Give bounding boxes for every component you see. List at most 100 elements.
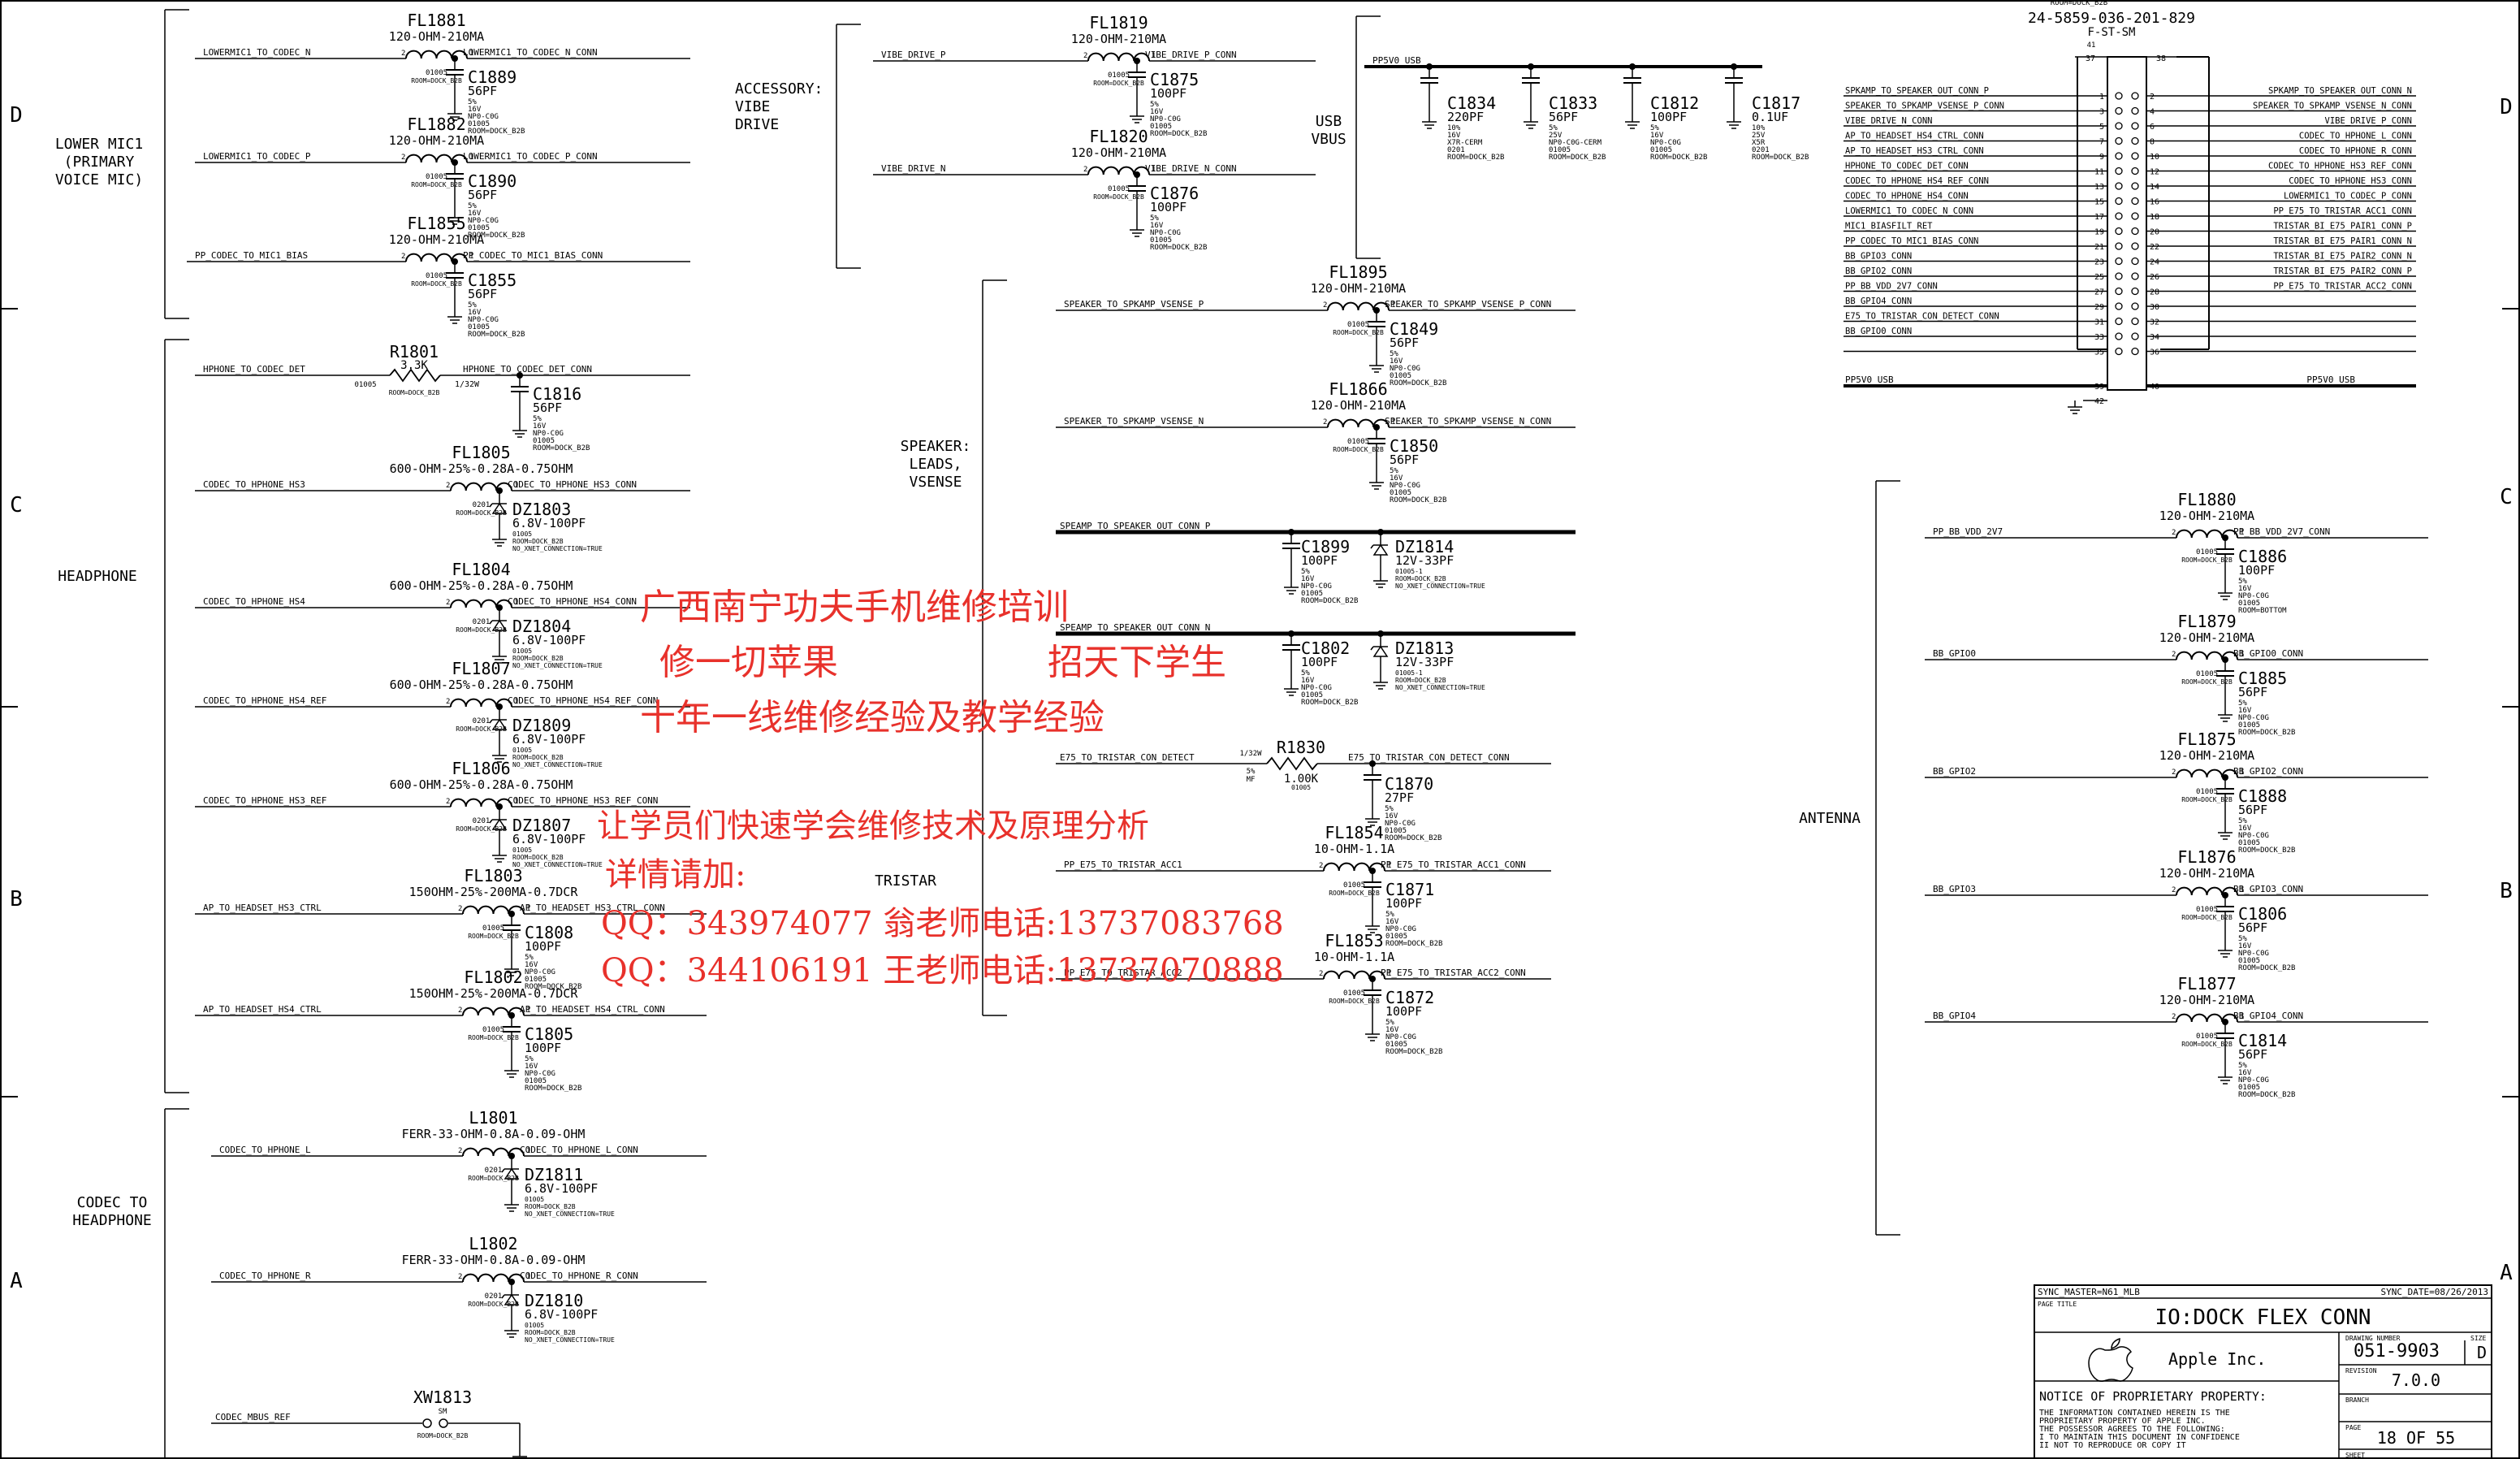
ferrite-pkg: 01005	[426, 69, 447, 77]
ferrite-pkg: 01005	[1343, 881, 1365, 890]
connector-pin: 7	[2099, 138, 2104, 147]
group-label-lower-mic: LOWER MIC1	[55, 136, 143, 153]
tvs-ref: DZ1807	[512, 816, 571, 835]
pin-number: 1	[1152, 52, 1156, 60]
net-label-in: AP_TO_HEADSET_HS3_CTRL	[203, 903, 322, 913]
connector-contact	[2131, 182, 2139, 190]
ferrite-value: 10-OHM-1.1A	[1314, 842, 1394, 856]
ferrite-room: ROOM=DOCK_B2B	[411, 280, 462, 288]
ferrite-pkg: 0201	[473, 618, 491, 626]
cap-spec: NP0-C0G	[1301, 582, 1332, 591]
connector-net-left: MIC1_BIASFILT_RET	[1845, 222, 1933, 232]
net-label-out: BB_GPIO4_CONN	[2233, 1011, 2303, 1021]
net-label-in: LOWERMIC1_TO_CODEC_N	[203, 47, 310, 58]
net-label-out: LOWERMIC1_TO_CODEC_N_CONN	[463, 47, 598, 58]
cap-spec: 01005	[1650, 146, 1672, 154]
net-label-out: BB_GPIO3_CONN	[2233, 884, 2303, 894]
ferrite-ref: FL1819	[1089, 13, 1148, 32]
pin-number: 1	[1387, 862, 1391, 870]
cap-spec: NP0-C0G	[2238, 832, 2269, 840]
tvs-spec: 01005-1	[1395, 669, 1423, 677]
connector-contact	[2115, 227, 2123, 236]
zone-label-left: A	[10, 1269, 23, 1293]
page-title-label: PAGE TITLE	[2038, 1301, 2077, 1308]
inductor-coil	[2176, 768, 2238, 778]
pin-number: 1	[526, 905, 530, 913]
cap-spec: NP0-C0G	[1385, 925, 1416, 933]
ferrite-room: ROOM=DOCK_B2B	[1093, 193, 1144, 201]
zone-label-left: B	[10, 887, 23, 911]
connector-net-left: PP_CODEC_TO_MIC1_BIAS_CONN	[1845, 236, 1978, 246]
ferrite-room: ROOM=DOCK_B2B	[2181, 914, 2233, 921]
inductor-coil	[1087, 166, 1150, 175]
inductor-coil	[405, 253, 468, 262]
cap-spec: NP0-C0G	[533, 430, 564, 438]
cap-spec: NP0-C0G	[1301, 684, 1332, 692]
cap-spec: 5%	[1150, 101, 1159, 109]
ferrite-value: 120-OHM-210MA	[389, 133, 484, 148]
cap-spec: ROOM=DOCK_B2B	[1390, 496, 1446, 504]
ferrite-value: 120-OHM-210MA	[389, 29, 484, 44]
cap-value: 56PF	[1549, 110, 1578, 124]
cap-spec: NP0-C0G	[525, 1070, 555, 1078]
net-label-in: CODEC_TO_HPHONE_L	[219, 1145, 311, 1155]
connector-pin: 12	[2150, 168, 2159, 177]
connector-j1817: ROOM=DOCK_B2B24-5859-036-201-829F-ST-SM4…	[1844, 0, 2416, 414]
cap-ref: C1872	[1385, 988, 1434, 1007]
cap-spec: 5%	[525, 954, 534, 962]
connector-contact	[2131, 106, 2139, 115]
connector-pin: 5	[2099, 123, 2104, 132]
connector-pin: 34	[2150, 333, 2159, 342]
net-label-out: PP_BB_VDD_2V7_CONN	[2233, 526, 2330, 537]
ferrite-ref: FL1820	[1089, 127, 1148, 146]
cap-spec: 16V	[525, 1063, 538, 1071]
ferrite-ref: FL1866	[1329, 379, 1387, 399]
cap-spec: 01005	[2238, 839, 2260, 847]
connector-pin: 36	[2150, 349, 2159, 357]
cap-spec: 0201	[1447, 146, 1465, 154]
cap-value: 56PF	[2238, 685, 2267, 699]
tvs-spec: NO_XNET_CONNECTION=TRUE	[512, 662, 603, 669]
connector-pin: 27	[2094, 288, 2104, 297]
tvs-value: 6.8V-100PF	[512, 633, 586, 647]
cap-spec: 01005	[1390, 489, 1411, 497]
connector-part: 24-5859-036-201-829	[2028, 10, 2195, 27]
cap-spec: 01005	[1390, 372, 1411, 380]
tvs-ref: DZ1813	[1395, 639, 1454, 658]
ferrite-room: ROOM=DOCK_B2B	[1093, 80, 1144, 87]
net-label-in: AP_TO_HEADSET_HS4_CTRL	[203, 1004, 322, 1015]
tvs-ref: DZ1804	[512, 617, 571, 636]
cap-ref: C1814	[2238, 1031, 2287, 1050]
group-label-lower-mic: (PRIMARY	[64, 154, 135, 171]
bracket-speaker	[982, 279, 1007, 1016]
cap-spec: NP0-C0G	[1150, 115, 1181, 123]
ferrite-value: 120-OHM-210MA	[1071, 145, 1166, 160]
cap-spec: 5%	[1385, 805, 1394, 813]
cap-spec: 16V	[468, 309, 482, 317]
cap-spec: 5%	[1150, 214, 1159, 223]
cap-spec: 5%	[468, 202, 477, 210]
ferrite-pkg: 0201	[473, 501, 491, 509]
group-label-speaker: VSENSE	[909, 474, 962, 491]
tvs-spec: ROOM=DOCK_B2B	[525, 1329, 576, 1336]
pin-number: 2	[1319, 862, 1323, 870]
tvs-value: 6.8V-100PF	[512, 732, 586, 747]
cap-ref: C1802	[1301, 639, 1350, 658]
inductor-coil	[462, 1273, 525, 1283]
connector-pin: 11	[2094, 168, 2104, 177]
cap-spec: 16V	[2238, 585, 2252, 593]
group-label-accessory: VIBE	[735, 98, 770, 115]
cap-spec: 01005	[1150, 236, 1172, 245]
pin-number: 2	[1323, 301, 1327, 310]
resistor-spec: 1/32W	[455, 380, 480, 389]
cap-value: 100PF	[1385, 1004, 1422, 1019]
shunt-node	[439, 1418, 448, 1428]
cap-ref: C1812	[1650, 93, 1699, 113]
cap-ref: C1899	[1301, 537, 1350, 556]
cap-spec: 16V	[2238, 707, 2252, 715]
